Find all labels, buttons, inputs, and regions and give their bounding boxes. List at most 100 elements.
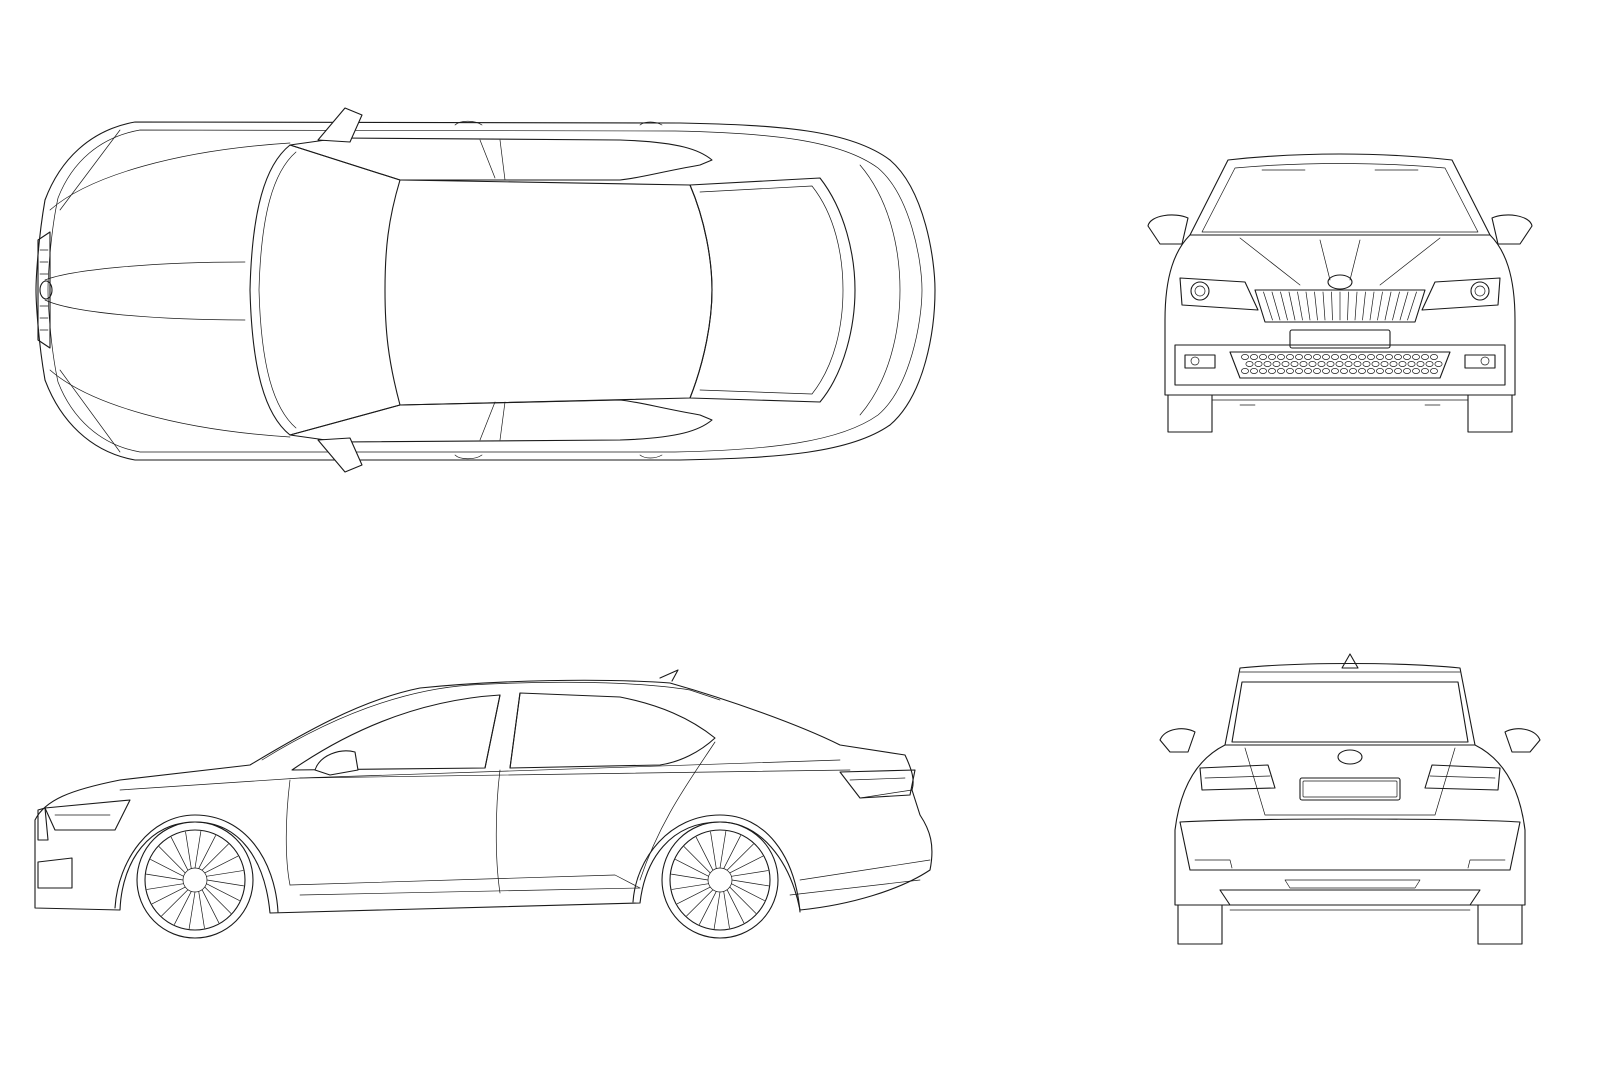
honeycomb-cell <box>1268 368 1276 374</box>
front-badge <box>1327 274 1353 290</box>
honeycomb-cell <box>1416 361 1425 367</box>
side-window-front <box>291 694 501 771</box>
honeycomb-cell <box>1430 354 1438 360</box>
front-license-plate <box>1289 329 1391 349</box>
honeycomb-cell <box>1340 354 1348 360</box>
honeycomb-cell <box>1349 354 1357 360</box>
honeycomb-cell <box>1367 368 1375 374</box>
front-view <box>1147 153 1533 433</box>
grille-bar <box>1271 291 1281 321</box>
wheel-spoke <box>726 843 754 871</box>
honeycomb-cell <box>1268 354 1276 360</box>
top-roof <box>399 179 713 406</box>
rear-window <box>1231 681 1469 743</box>
honeycomb-cell <box>1250 354 1258 360</box>
honeycomb-cell <box>1394 368 1402 374</box>
front-wheel-right <box>1467 394 1513 433</box>
grille-bar <box>1288 291 1296 321</box>
rear-body <box>1174 744 1526 906</box>
honeycomb-cell <box>1331 354 1339 360</box>
rear-taillight-right <box>1424 764 1501 791</box>
grille-bar <box>1362 291 1366 321</box>
honeycomb-cell <box>1322 368 1330 374</box>
honeycomb-cell <box>1304 354 1312 360</box>
honeycomb-cell <box>1335 361 1344 367</box>
grille-bar <box>1369 291 1375 321</box>
honeycomb-cell <box>1412 354 1420 360</box>
honeycomb-cell <box>1290 361 1299 367</box>
wheel-spoke <box>686 889 714 917</box>
wheel-spoke <box>201 889 220 924</box>
honeycomb-cell <box>1259 368 1267 374</box>
honeycomb-cell <box>1353 361 1362 367</box>
honeycomb-cell <box>1340 368 1348 374</box>
rear-license-plate <box>1299 777 1401 801</box>
honeycomb-cell <box>1376 368 1384 374</box>
wheel-spoke <box>729 886 757 914</box>
wheel-spoke <box>194 831 202 869</box>
honeycomb-cell <box>1389 361 1398 367</box>
wheel-spoke <box>675 859 709 877</box>
honeycomb-cell <box>1254 361 1263 367</box>
grille-bar <box>1399 291 1409 321</box>
honeycomb-cell <box>1385 368 1393 374</box>
side-mirror <box>314 750 359 776</box>
wheel-spoke <box>158 846 186 874</box>
front-body <box>1164 234 1516 396</box>
front-grille <box>1254 289 1426 323</box>
front-mirror-left <box>1147 214 1189 245</box>
wheel-spoke <box>146 883 184 890</box>
honeycomb-cell <box>1299 361 1308 367</box>
grille-bar <box>1280 291 1288 321</box>
front-wheel-left <box>1167 394 1213 433</box>
front-mirror-right <box>1491 214 1533 245</box>
top-grille <box>37 231 53 349</box>
wheel-spoke <box>731 870 769 877</box>
front-lower-grille <box>1229 351 1451 379</box>
rear-mirror-left <box>1159 728 1196 753</box>
honeycomb-cell <box>1286 368 1294 374</box>
grille-bar <box>1392 291 1400 321</box>
honeycomb-cell <box>1317 361 1326 367</box>
wheel-spoke <box>731 883 765 901</box>
honeycomb-cell <box>1295 368 1303 374</box>
top-windshield <box>249 144 401 436</box>
honeycomb-cell <box>1385 354 1393 360</box>
wheel-spoke <box>731 879 769 887</box>
rear-wheel-left <box>1177 904 1223 945</box>
wheel-spoke <box>729 855 764 874</box>
honeycomb-cell <box>1326 361 1335 367</box>
honeycomb-cell <box>1425 361 1434 367</box>
honeycomb-cell <box>1281 361 1290 367</box>
wheel-spoke <box>713 891 721 929</box>
top-view <box>35 107 936 473</box>
wheel-spoke <box>185 831 192 869</box>
honeycomb-cell <box>1313 354 1321 360</box>
side-body-outline <box>34 679 933 914</box>
rear-taillight-left <box>1199 764 1276 791</box>
wheel-spoke <box>671 883 709 890</box>
honeycomb-cell <box>1322 354 1330 360</box>
honeycomb-cell <box>1358 354 1366 360</box>
wheel-spoke <box>146 873 184 881</box>
honeycomb-cell <box>1286 354 1294 360</box>
side-window-rear <box>509 692 716 769</box>
side-taillight <box>839 769 916 799</box>
honeycomb-cell <box>1259 354 1267 360</box>
honeycomb-cell <box>1295 354 1303 360</box>
grille-bar <box>1407 291 1417 321</box>
wheel-spoke <box>204 855 239 874</box>
wheel-spoke <box>723 891 730 929</box>
honeycomb-cell <box>1421 368 1429 374</box>
honeycomb-cell <box>1367 354 1375 360</box>
grille-bar <box>1305 291 1311 321</box>
wheel-spoke <box>710 831 717 869</box>
front-foglight-right <box>1464 354 1496 369</box>
honeycomb-cell <box>1376 354 1384 360</box>
honeycomb-cell <box>1331 368 1339 374</box>
top-mirror-left <box>317 107 363 143</box>
side-front-grille <box>37 807 49 841</box>
honeycomb-cell <box>1349 368 1357 374</box>
rear-badge <box>1337 749 1363 765</box>
front-roof <box>1189 153 1491 236</box>
